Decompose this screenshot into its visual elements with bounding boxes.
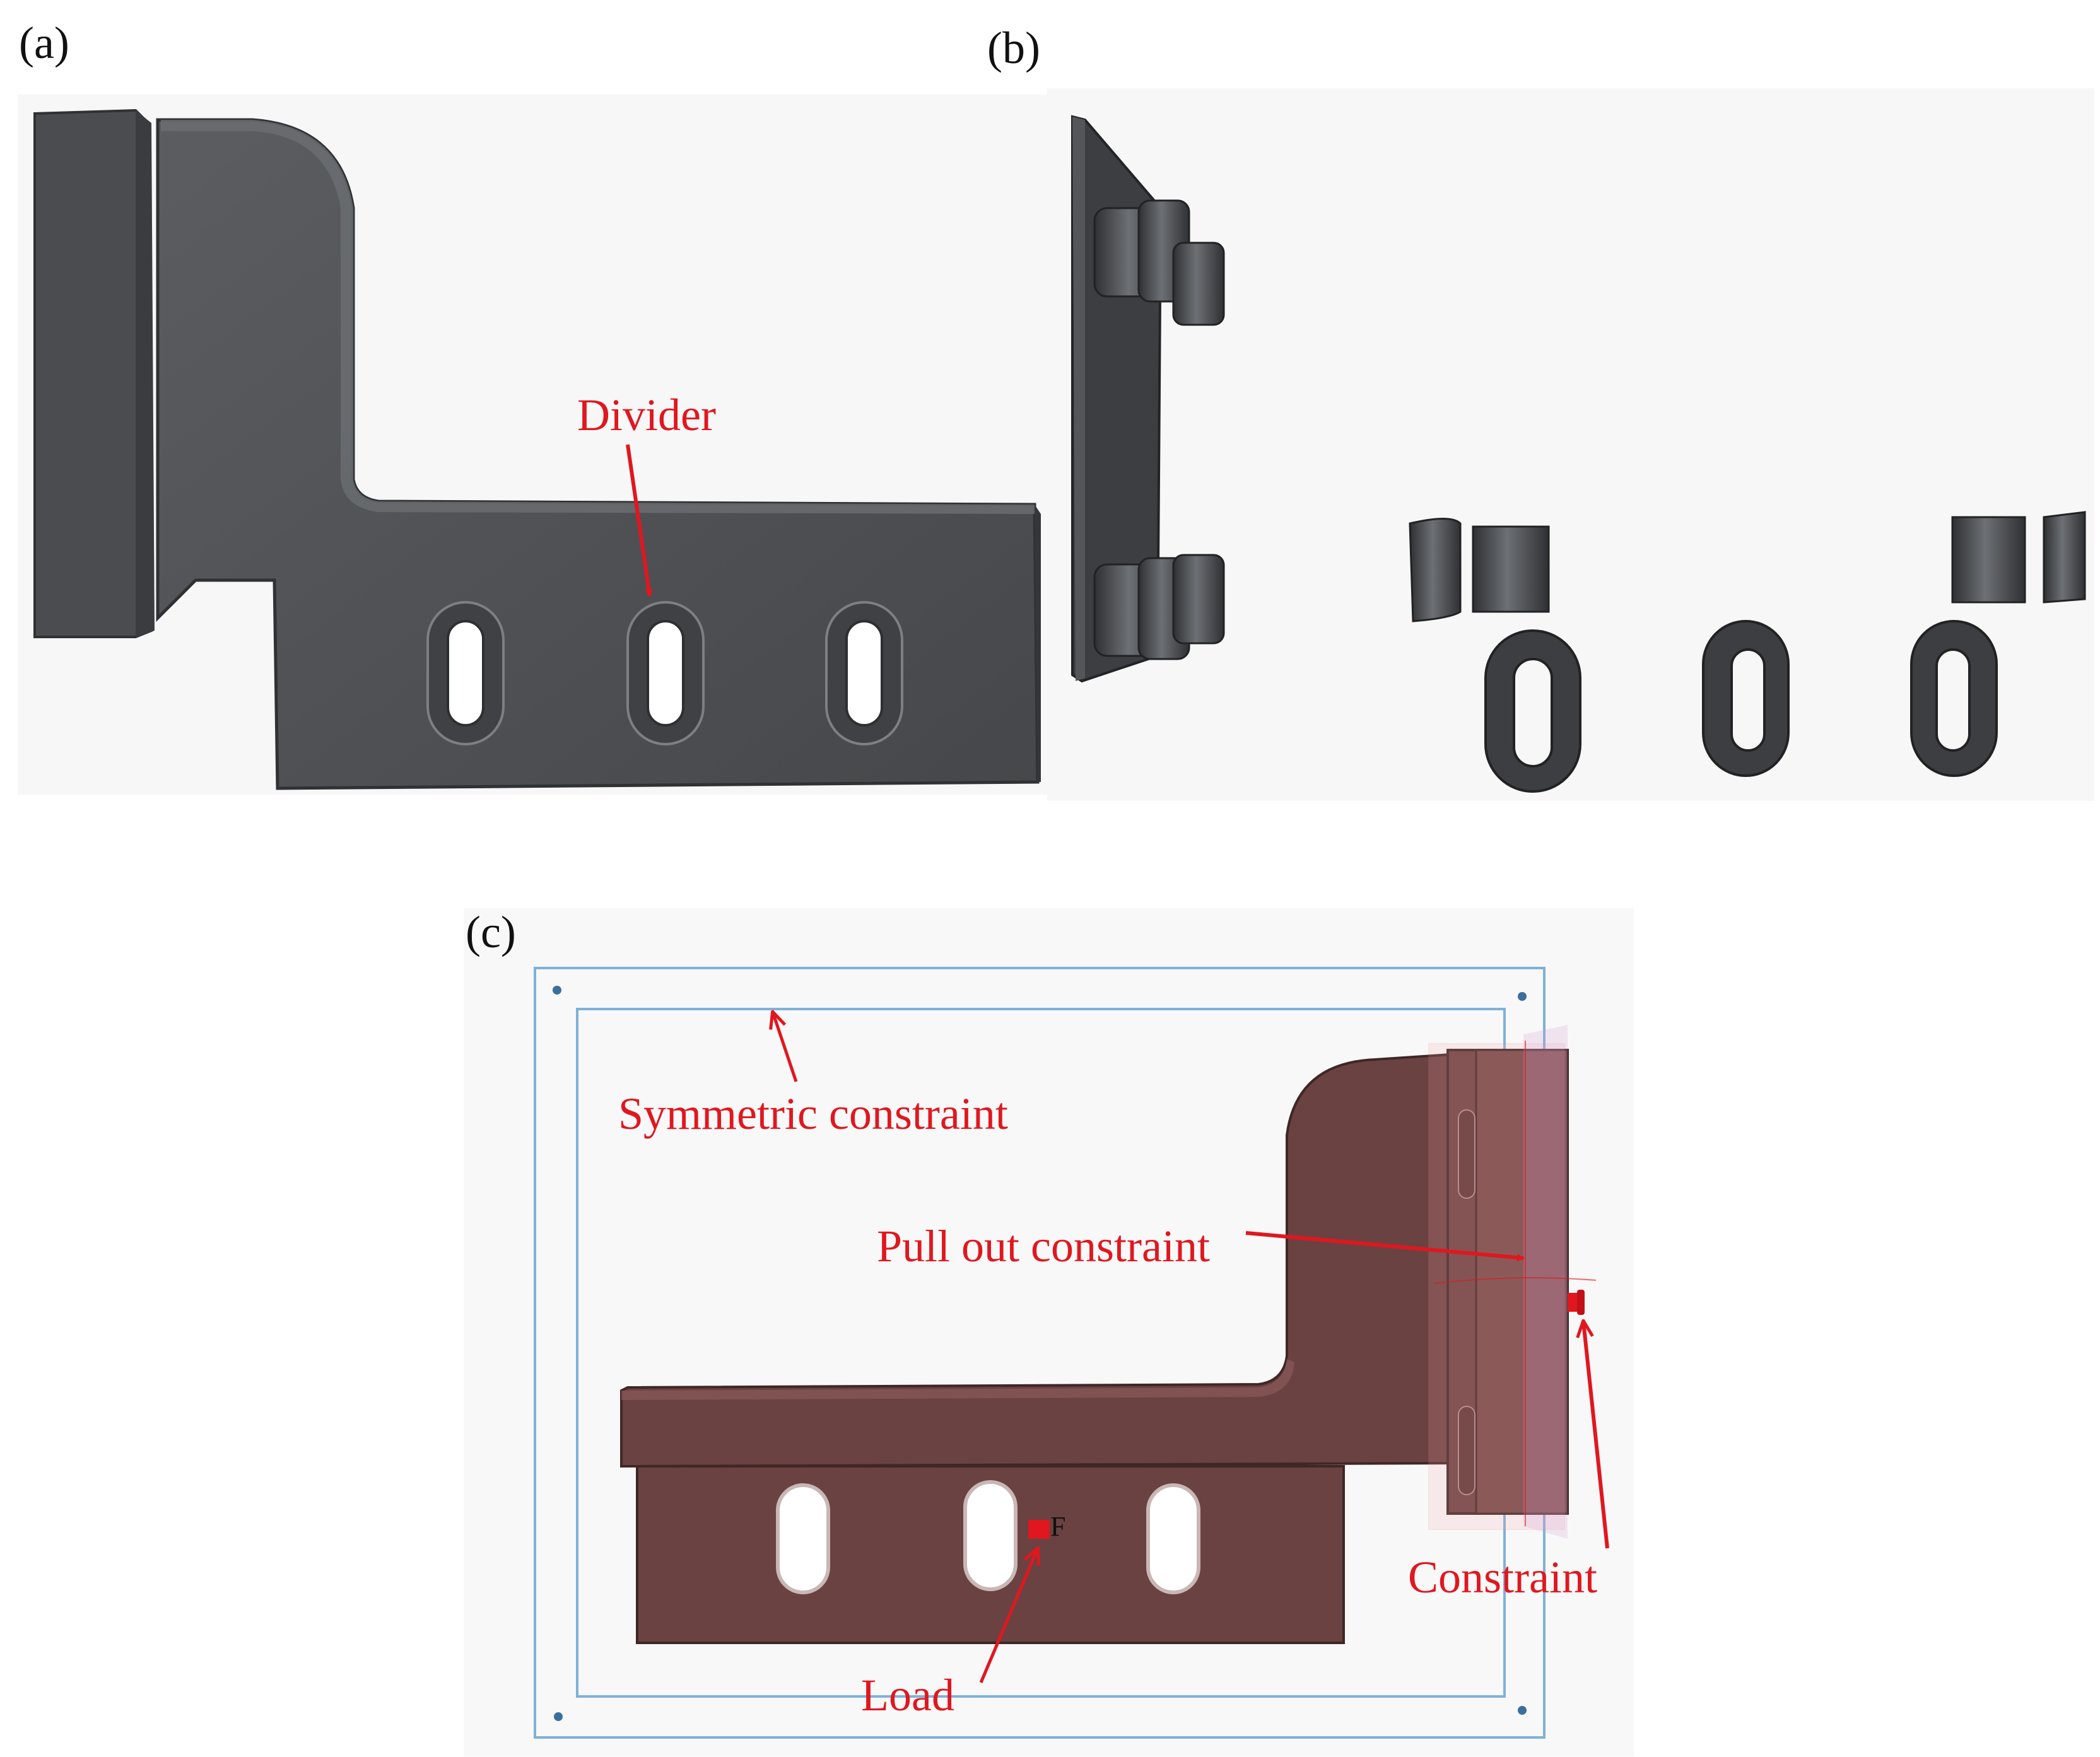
constraint-pin bbox=[1568, 1290, 1585, 1315]
pull-out-plane-diag bbox=[1523, 1025, 1568, 1539]
exploded-sleeves bbox=[1409, 511, 2086, 622]
divider-edge-right bbox=[1035, 505, 1041, 782]
frame-corner-dot bbox=[554, 1712, 563, 1721]
divider-arrow bbox=[626, 444, 653, 597]
load-arrow bbox=[979, 1548, 1038, 1683]
symmetric-constraint-arrow bbox=[773, 1012, 798, 1082]
load-label: Load bbox=[861, 1670, 954, 1720]
exploded-plate-edge bbox=[1072, 117, 1085, 681]
pull-out-plane bbox=[1428, 1043, 1565, 1530]
panel-b: (b) bbox=[987, 23, 2094, 801]
constraint-label: Constraint bbox=[1408, 1552, 1597, 1602]
divider-annotation: Divider bbox=[577, 390, 716, 440]
fem-body-bevel bbox=[621, 1359, 1294, 1400]
fem-slots bbox=[776, 1480, 1200, 1594]
divider-mount-block bbox=[33, 108, 153, 638]
exploded-grommets bbox=[1484, 620, 1998, 793]
frame-corner-dot bbox=[553, 986, 561, 995]
panel-a-label: (a) bbox=[19, 18, 69, 68]
symmetric-constraint-label: Symmetric constraint bbox=[618, 1089, 1008, 1139]
fem-body-upper bbox=[620, 1051, 1475, 1468]
panel-c: (c) F bbox=[464, 907, 1634, 1756]
pull-out-axis-h bbox=[1434, 1277, 1597, 1284]
pull-out-constraint-arrow bbox=[1245, 1231, 1525, 1262]
constraint-arrow bbox=[1583, 1321, 1609, 1549]
slot-hole bbox=[647, 620, 684, 727]
fem-mount-slot bbox=[1458, 1406, 1475, 1495]
panel-c-label: (c) bbox=[466, 907, 516, 957]
panel-a: (a) Divider bbox=[18, 18, 1052, 795]
force-marker-label: F bbox=[1050, 1511, 1065, 1542]
slot-hole bbox=[845, 620, 883, 727]
fem-mount-face bbox=[1475, 1049, 1569, 1515]
force-marker bbox=[1028, 1520, 1050, 1539]
panel-b-label: (b) bbox=[987, 23, 1040, 73]
frame-corner-dot bbox=[1518, 1706, 1527, 1715]
exploded-bosses-bottom bbox=[1093, 554, 1225, 660]
frame-corner-dot bbox=[1518, 992, 1527, 1001]
pull-out-constraint-label: Pull out constraint bbox=[877, 1221, 1210, 1271]
fem-mount-slot bbox=[1458, 1109, 1475, 1199]
exploded-bosses-top bbox=[1093, 199, 1225, 326]
divider-mount-face bbox=[136, 110, 155, 637]
divider-slots bbox=[426, 601, 903, 745]
slot-hole bbox=[447, 620, 484, 727]
